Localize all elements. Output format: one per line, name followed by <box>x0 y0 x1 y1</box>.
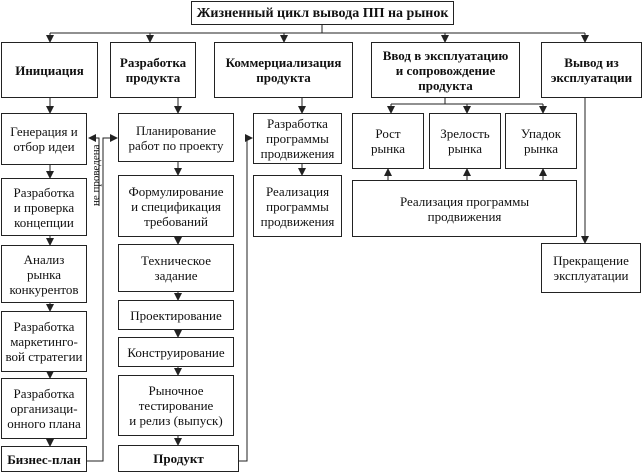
initiation-step-idea: Генерация и отбор идеи <box>1 113 87 165</box>
dev-step-design: Проектирование <box>118 300 234 330</box>
comm-step-promo-impl: Реализация программы продвижения <box>253 175 342 237</box>
stage-maturity: Зрелость рынка <box>429 113 501 169</box>
initiation-step-org-plan: Разработка организаци- онного плана <box>1 378 87 439</box>
stage-decline: Упадок рынка <box>505 113 577 169</box>
dev-step-testing-release: Рыночное тестирование и релиз (выпуск) <box>118 375 234 436</box>
stage-growth: Рост рынка <box>352 113 424 169</box>
not-held-label: не проведена <box>90 144 102 206</box>
initiation-step-market-analysis: Анализ рынка конкурентов <box>1 245 87 303</box>
header-initiation: Инициация <box>1 42 98 98</box>
business-plan: Бизнес-план <box>1 446 87 472</box>
initiation-step-concept: Разработка и проверка концепции <box>1 178 87 236</box>
header-development: Разработка продукта <box>110 42 196 98</box>
product: Продукт <box>118 445 239 472</box>
diagram-title: Жизненный цикл вывода ПП на рынок <box>191 1 454 25</box>
header-commercialization: Коммерциализация продукта <box>214 42 353 98</box>
dev-step-tech-spec: Техническое задание <box>118 244 234 292</box>
dev-step-construction: Конструирование <box>118 337 234 367</box>
initiation-step-marketing-strategy: Разработка маркетинго- вой стратегии <box>1 311 87 372</box>
header-operation: Ввод в эксплуатацию и сопровождение прод… <box>371 42 520 98</box>
operation-promo-impl: Реализация программы продвижения <box>352 180 577 237</box>
dev-step-planning: Планирование работ по проекту <box>118 113 234 162</box>
header-withdrawal: Вывод из эксплуатации <box>541 42 642 98</box>
dev-step-requirements: Формулирование и спецификация требований <box>118 175 234 237</box>
withdrawal-stop-operation: Прекращение эксплуатации <box>541 243 641 293</box>
comm-step-promo-dev: Разработка программы продвижения <box>253 113 342 164</box>
